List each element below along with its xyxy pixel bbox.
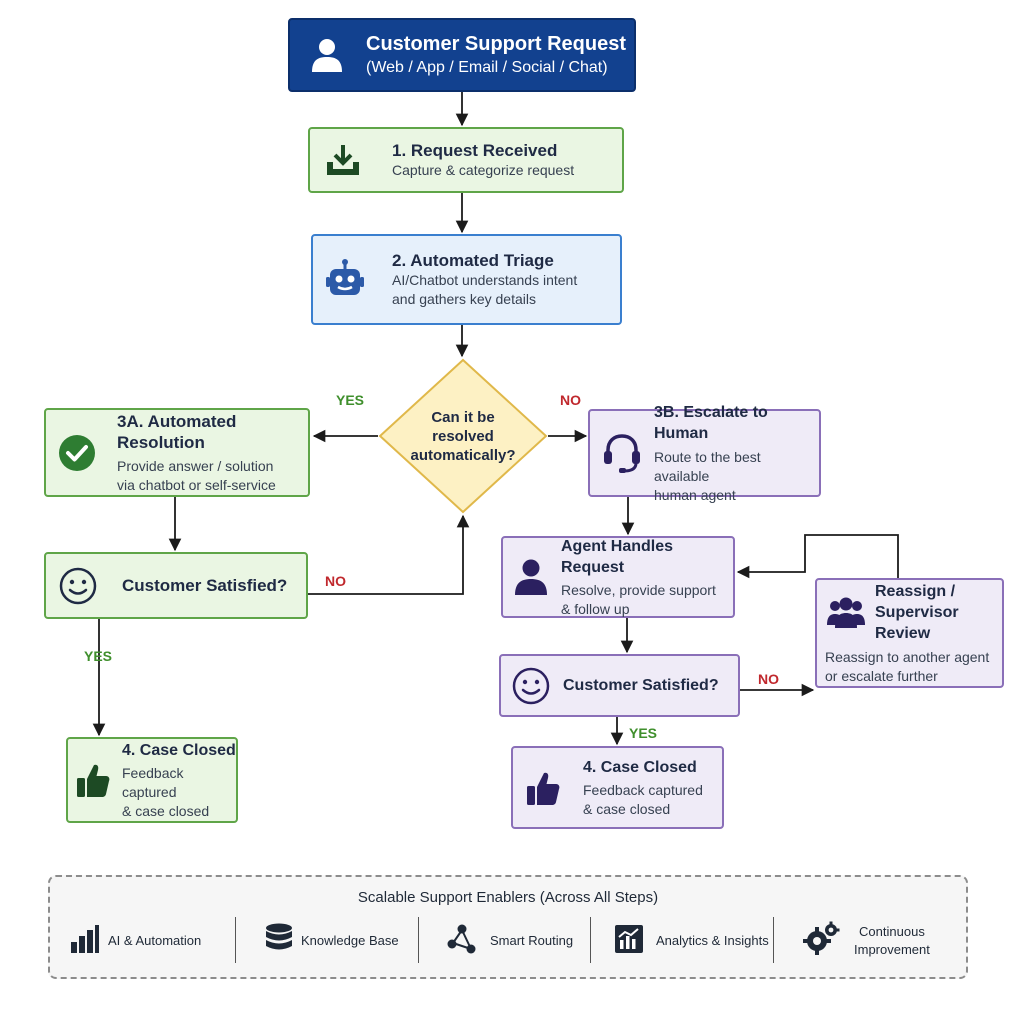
customer-satisfied-right-title: Customer Satisfied? — [563, 677, 719, 694]
enabler-divider — [235, 917, 236, 963]
customer-satisfied-right-node: Customer Satisfied? — [499, 654, 740, 717]
enablers-title: Scalable Support Enablers (Across All St… — [357, 889, 659, 906]
person-icon — [511, 557, 551, 597]
decision-text-3: automatically? — [410, 446, 516, 464]
analytics-icon — [614, 924, 644, 959]
reassign-title-2: Supervisor Review — [875, 603, 959, 642]
decision-diamond: Can it be resolved automatically? — [378, 358, 548, 514]
enabler-ai-automation: AI & Automation — [70, 917, 201, 965]
enabler-continuous-improvement: Continuous Improvement — [802, 917, 930, 965]
label-yes-decision: YES — [336, 392, 365, 408]
automated-resolution-title: 3A. Automated Resolution — [117, 411, 237, 452]
case-closed-left-title: 4. Case Closed — [122, 741, 236, 759]
request-received-title: 1. Request Received — [392, 141, 558, 160]
case-closed-left-subtitle-1: Feedback captured — [122, 764, 184, 800]
enabler-analytics: Analytics & Insights — [614, 917, 769, 965]
thumbs-up-icon — [74, 760, 112, 800]
agent-handles-request-subtitle-2: & follow up — [561, 600, 630, 617]
automated-triage-subtitle-1: AI/Chatbot understands intent — [392, 272, 578, 288]
enabler-label-kb: Knowledge Base — [301, 933, 399, 948]
label-yes-right: YES — [629, 725, 658, 741]
thumbs-up-icon — [523, 768, 563, 808]
escalate-to-human-subtitle-1: Route to the best available — [654, 448, 761, 484]
decision-text-1: Can it be — [431, 408, 495, 426]
case-closed-left-node: 4. Case Closed Feedback captured & case … — [66, 737, 238, 823]
gears-icon — [802, 921, 840, 962]
automated-triage-title: 2. Automated Triage — [392, 251, 554, 270]
reassign-supervisor-node: Reassign / Supervisor Review Reassign to… — [815, 578, 1004, 688]
download-icon — [324, 141, 362, 179]
customer-satisfied-left-node: Customer Satisfied? — [44, 552, 308, 619]
database-icon — [265, 923, 293, 960]
decision-text-2: resolved — [432, 427, 494, 445]
automated-triage-node: 2. Automated Triage AI/Chatbot understan… — [311, 234, 622, 325]
customer-satisfied-left-title: Customer Satisfied? — [122, 576, 288, 595]
agent-handles-request-title: Agent Handles Request — [561, 537, 674, 576]
case-closed-right-node: 4. Case Closed Feedback captured & case … — [511, 746, 724, 829]
label-no-decision: NO — [560, 392, 581, 408]
label-no-left: NO — [325, 573, 346, 589]
network-icon — [444, 923, 478, 960]
escalate-to-human-node: 3B. Escalate to Human Route to the best … — [588, 404, 821, 503]
support-enablers-panel: Scalable Support Enablers (Across All St… — [48, 875, 968, 979]
enabler-label-continuous-2: Improvement — [854, 942, 930, 957]
enabler-divider — [418, 917, 419, 963]
arrow-reassign-to-agent — [736, 534, 899, 579]
agent-handles-request-node: Agent Handles Request Resolve, provide s… — [501, 536, 735, 618]
customer-support-request-node: Customer Support Request (Web / App / Em… — [288, 18, 636, 92]
case-closed-right-subtitle-2: & case closed — [583, 800, 671, 817]
request-received-subtitle: Capture & categorize request — [392, 162, 575, 178]
automated-resolution-subtitle-1: Provide answer / solution — [117, 457, 274, 474]
automated-resolution-subtitle-2: via chatbot or self-service — [117, 476, 276, 493]
case-closed-right-title: 4. Case Closed — [583, 758, 697, 776]
enabler-label-continuous-1: Continuous — [859, 924, 925, 939]
request-received-node: 1. Request Received Capture & categorize… — [308, 127, 624, 193]
enabler-label-routing: Smart Routing — [490, 933, 574, 948]
group-icon — [825, 592, 867, 632]
bar-chart-icon — [70, 924, 100, 959]
escalate-to-human-title: 3B. Escalate to Human — [654, 403, 768, 442]
reassign-subtitle-2: or escalate further — [825, 667, 938, 684]
check-circle-icon — [58, 434, 96, 472]
headset-icon — [602, 432, 642, 474]
reassign-title-1: Reassign / — [875, 582, 956, 600]
robot-icon — [325, 258, 365, 302]
smiley-icon — [58, 566, 98, 606]
enabler-label-ai: AI & Automation — [108, 933, 202, 948]
enabler-label-analytics: Analytics & Insights — [656, 933, 769, 948]
agent-handles-request-subtitle-1: Resolve, provide support — [561, 581, 716, 598]
enabler-knowledge-base: Knowledge Base — [265, 917, 399, 965]
arrow-satisfied-no-loop — [308, 514, 470, 595]
label-yes-left: YES — [84, 648, 113, 664]
case-closed-left-subtitle-2: & case closed — [122, 802, 210, 819]
automated-triage-subtitle-2: and gathers key details — [392, 291, 536, 307]
automated-resolution-node: 3A. Automated Resolution Provide answer … — [44, 408, 310, 497]
enabler-divider — [590, 917, 591, 963]
enabler-smart-routing: Smart Routing — [444, 917, 573, 965]
start-subtitle: (Web / App / Email / Social / Chat) — [366, 59, 608, 76]
escalate-to-human-subtitle-2: human agent — [654, 486, 736, 503]
start-title: Customer Support Request — [366, 33, 627, 55]
user-icon — [308, 35, 346, 75]
smiley-icon — [511, 666, 551, 706]
case-closed-right-subtitle-1: Feedback captured — [583, 781, 703, 798]
reassign-subtitle-1: Reassign to another agent — [825, 648, 990, 665]
label-no-right: NO — [758, 671, 779, 687]
enabler-divider — [773, 917, 774, 963]
